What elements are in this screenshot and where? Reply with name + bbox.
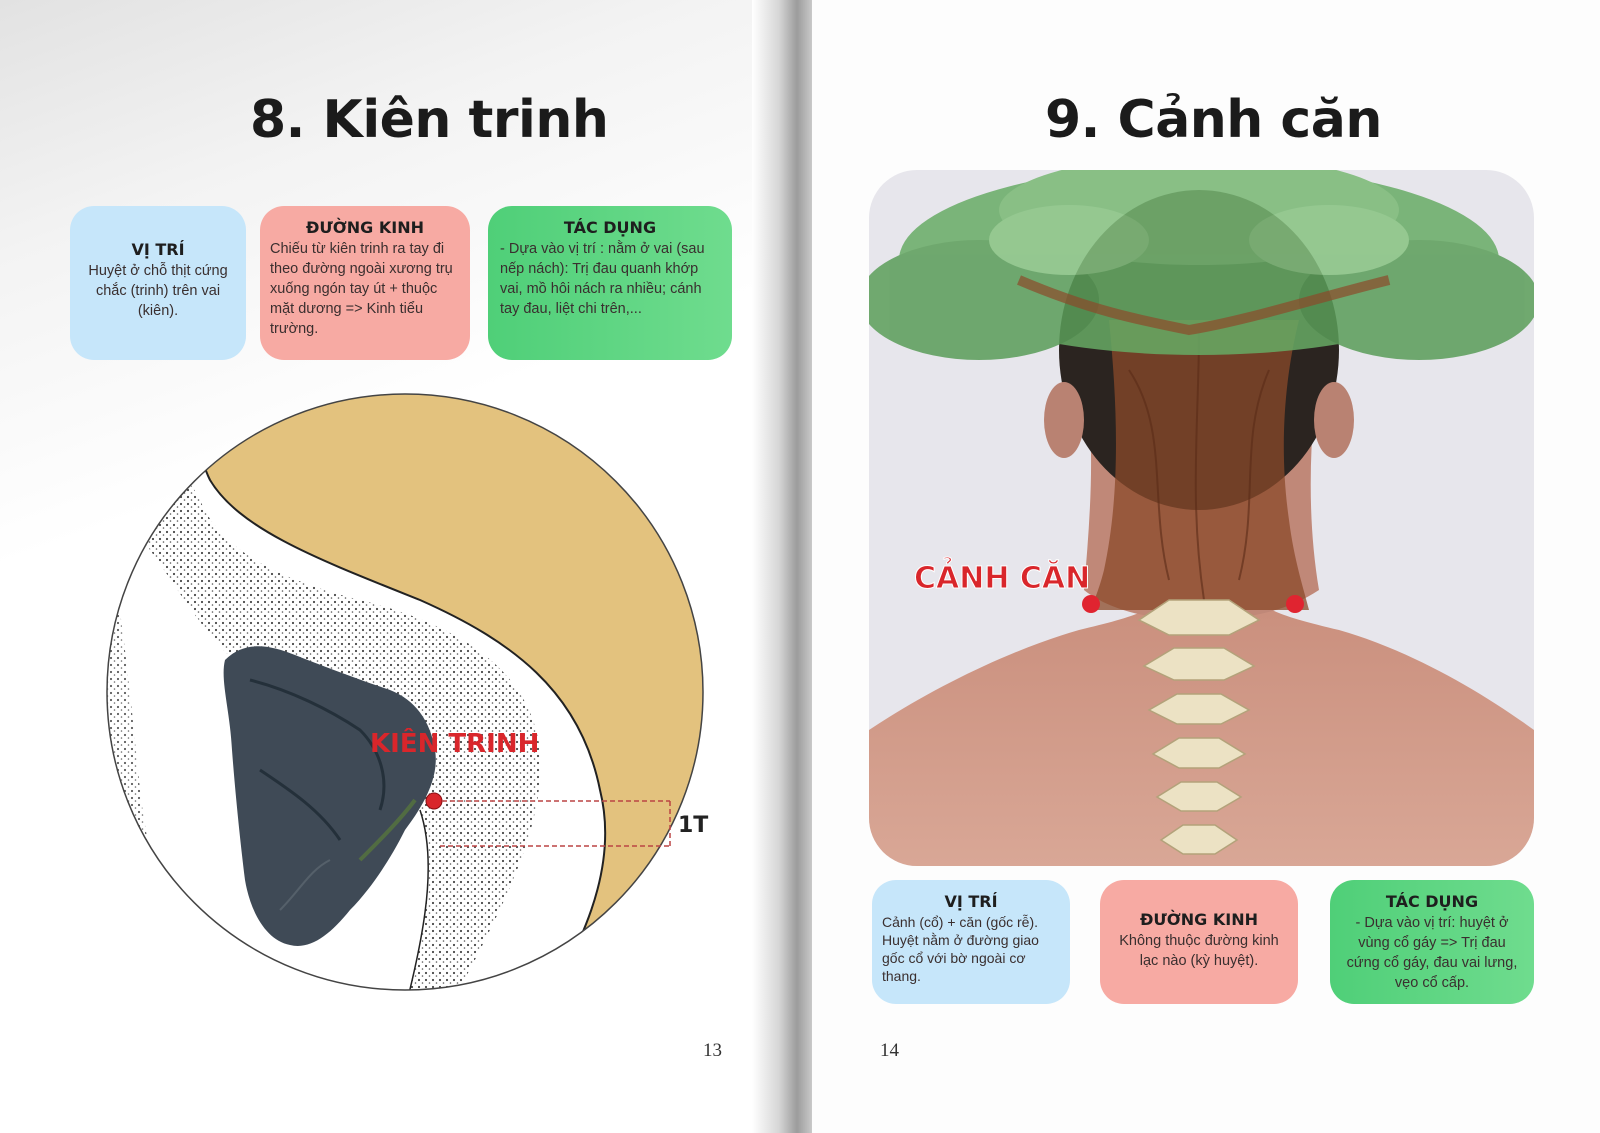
tac-dung-heading: TÁC DỤNG (1385, 892, 1479, 911)
duong-kinh-box: ĐƯỜNG KINH Không thuộc đường kinh lạc nà… (1100, 880, 1298, 1004)
vi-tri-heading: VỊ TRÍ (944, 892, 998, 911)
acupoint-marker (425, 792, 443, 810)
tree-canopy (869, 170, 1534, 360)
page-number: 13 (703, 1040, 722, 1061)
vi-tri-text: Cảnh (cổ) + căn (gốc rễ). Huyệt nằm ở đư… (882, 914, 1039, 984)
background-shape (199, 394, 703, 990)
duong-kinh-text: Chiếu từ kiên trinh ra tay đi theo đường… (270, 241, 453, 337)
vi-tri-text: Huyệt ở chỗ thịt cứng chắc (trinh) trên … (88, 263, 228, 319)
page-title: 9. Cảnh căn (1045, 90, 1382, 150)
canh-can-label: CẢNH CĂN (914, 557, 1090, 596)
duong-kinh-heading: ĐƯỜNG KINH (1140, 910, 1258, 929)
left-page: 8. Kiên trinh VỊ TRÍ Huyệt ở chỗ thịt cứ… (0, 0, 790, 1133)
measure-label: 1T (678, 813, 708, 838)
page-title: 8. Kiên trinh (250, 90, 609, 150)
tac-dung-text: - Dựa vào vị trí : nằm ở vai (sau nếp ná… (500, 241, 705, 317)
kien-trinh-label: KIÊN TRINH (370, 727, 539, 759)
tac-dung-heading: TÁC DỤNG (563, 218, 657, 237)
duong-kinh-text: Không thuộc đường kinh lạc nào (kỳ huyệt… (1119, 933, 1279, 969)
canh-can-illustration: CẢNH CĂN (869, 170, 1534, 866)
kien-trinh-illustration: KIÊN TRINH 1T (106, 393, 708, 991)
vi-tri-box: VỊ TRÍ Huyệt ở chỗ thịt cứng chắc (trinh… (70, 206, 246, 360)
acupoint-marker-left (1082, 595, 1100, 613)
tac-dung-text: - Dựa vào vị trí: huyệt ở vùng cổ gáy =>… (1346, 915, 1518, 991)
duong-kinh-box: ĐƯỜNG KINH Chiếu từ kiên trinh ra tay đi… (260, 206, 470, 360)
tac-dung-box: TÁC DỤNG - Dựa vào vị trí : nằm ở vai (s… (488, 206, 732, 360)
vi-tri-heading: VỊ TRÍ (131, 240, 185, 259)
tac-dung-box: TÁC DỤNG - Dựa vào vị trí: huyệt ở vùng … (1330, 880, 1534, 1004)
right-page: 9. Cảnh căn (812, 0, 1600, 1133)
page-number: 14 (880, 1040, 899, 1061)
rock-image (223, 646, 436, 946)
tree-trunk (1091, 320, 1309, 610)
spine-illustration (1137, 599, 1261, 855)
acupoint-marker-right (1286, 595, 1304, 613)
duong-kinh-heading: ĐƯỜNG KINH (306, 218, 424, 237)
back-image (869, 590, 1534, 866)
vi-tri-box: VỊ TRÍ Cảnh (cổ) + căn (gốc rễ). Huyệt n… (872, 880, 1070, 1004)
